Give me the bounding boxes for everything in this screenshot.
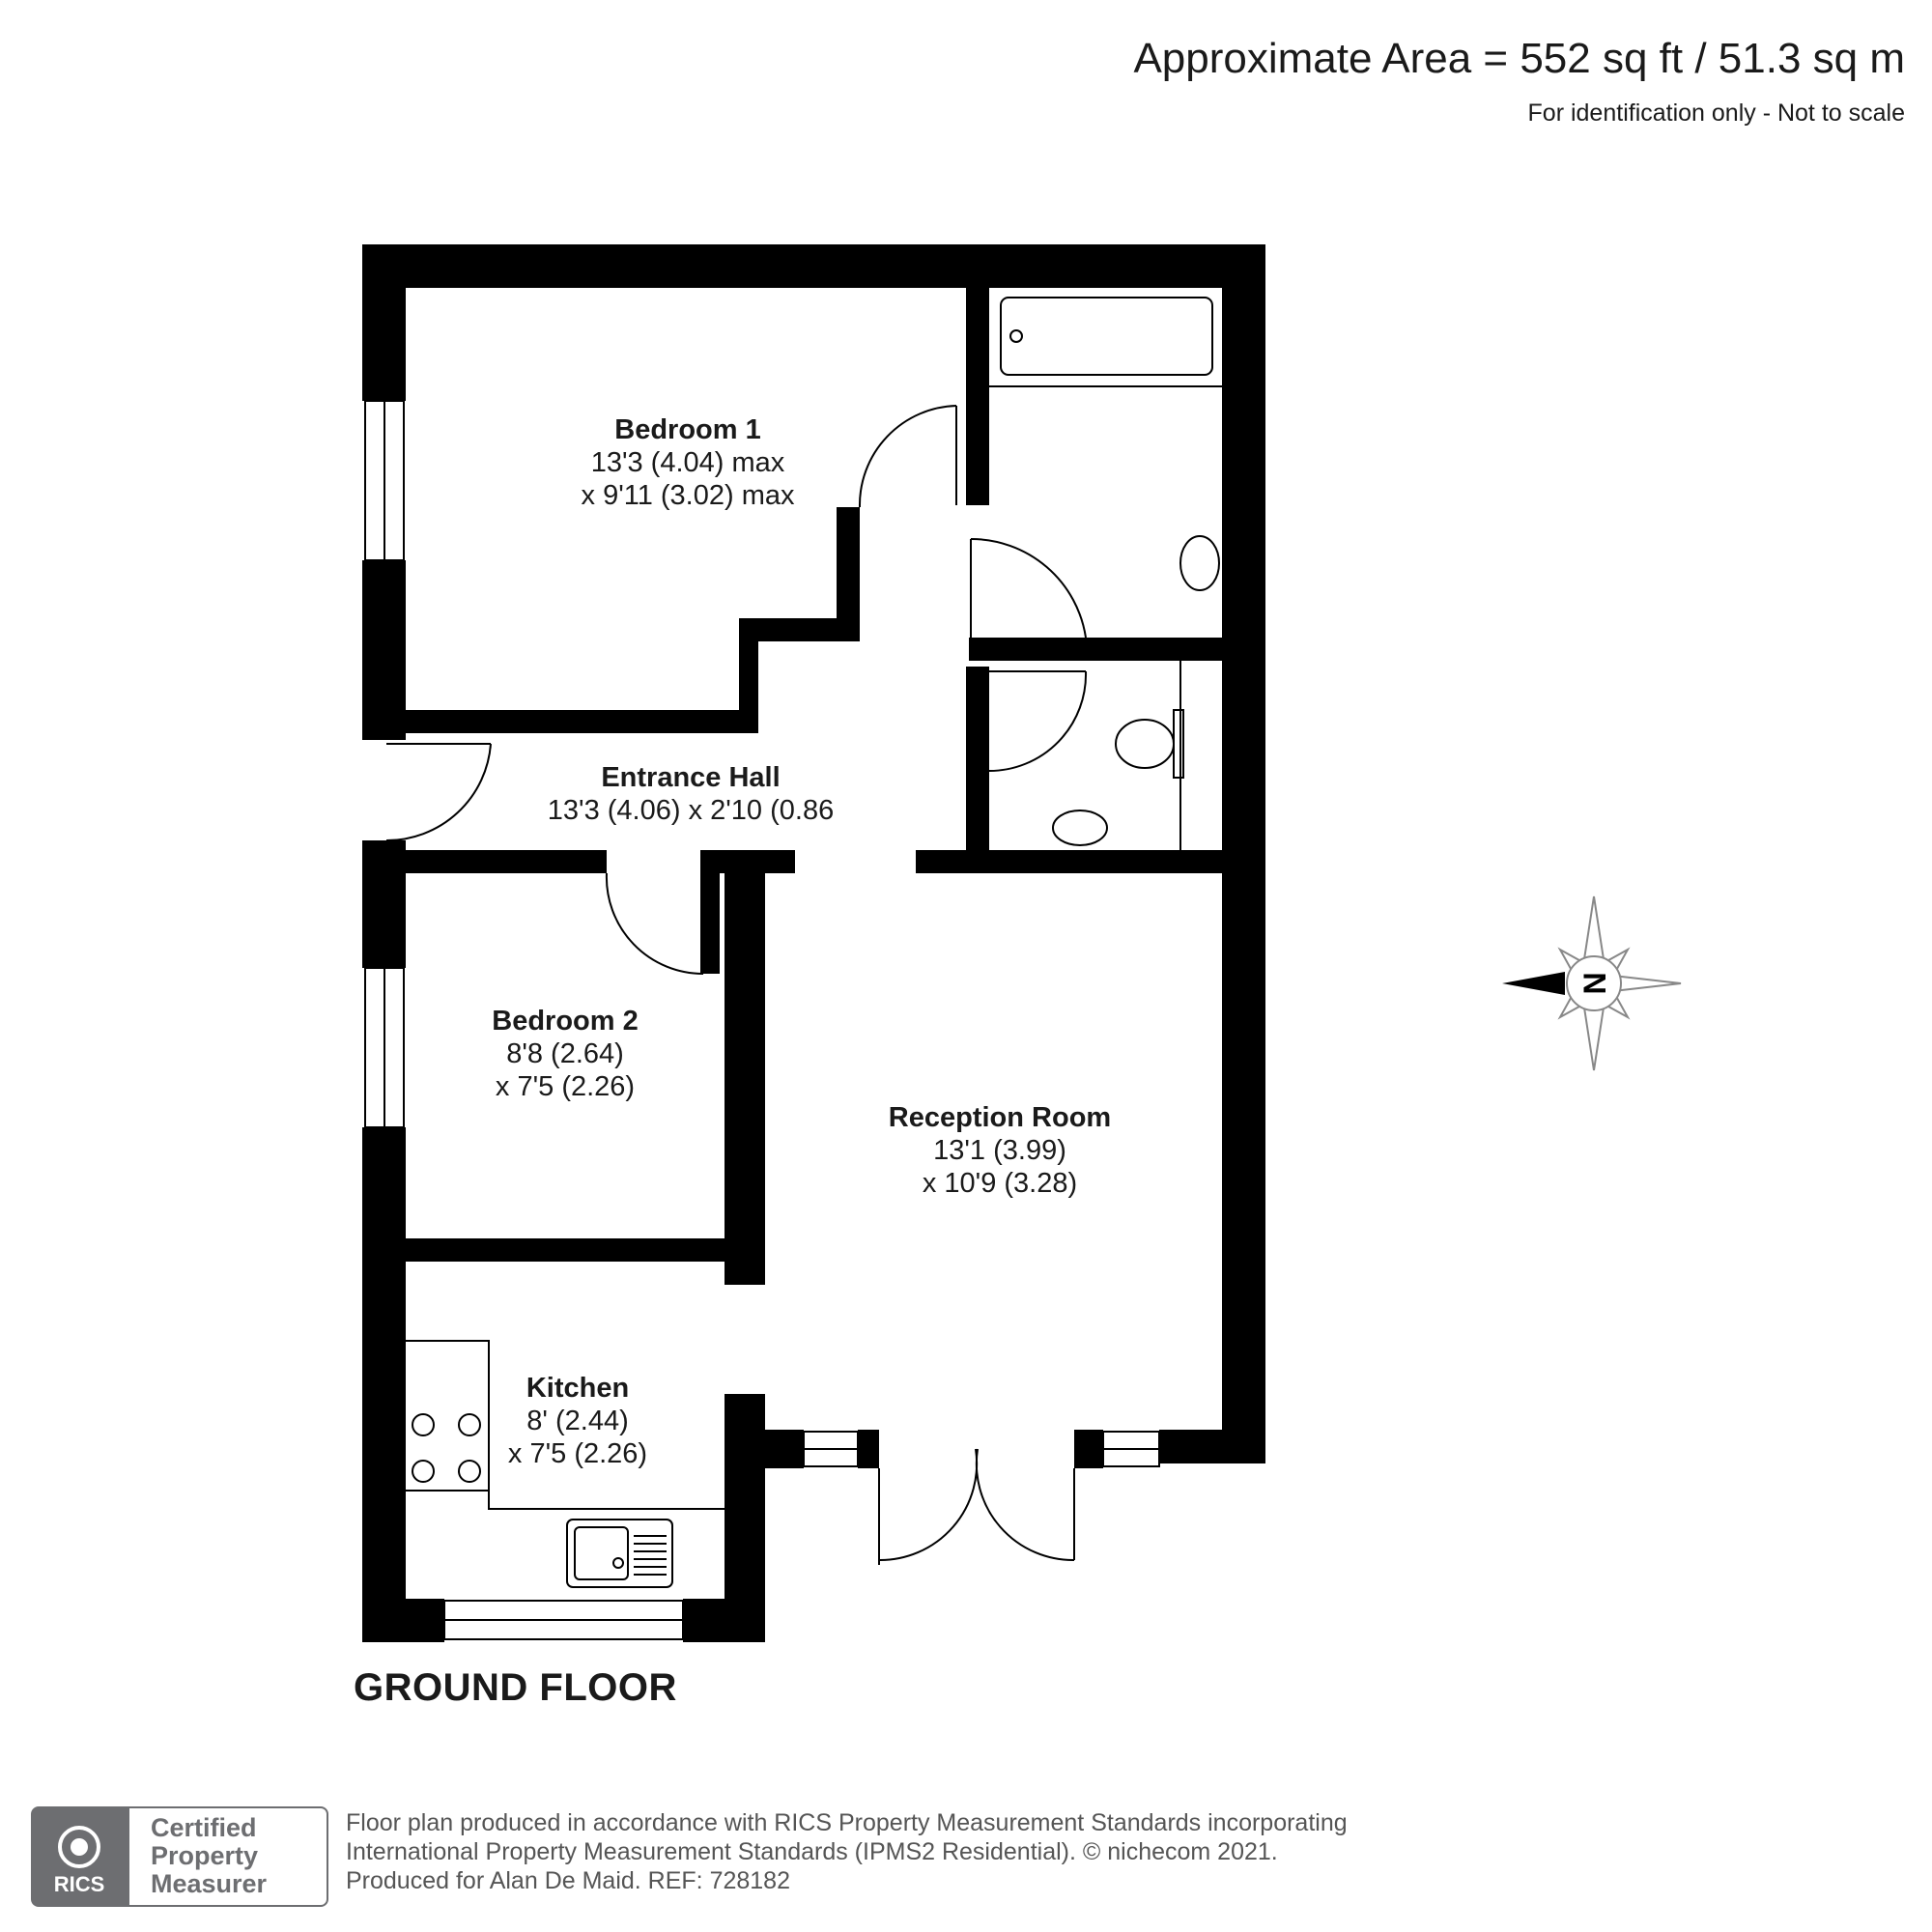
approximate-area-title: Approximate Area = 552 sq ft / 51.3 sq m <box>1133 35 1905 82</box>
rics-badge-text: RICS <box>53 1872 105 1896</box>
bath-icon <box>1000 297 1213 376</box>
entrance-hall-name: Entrance Hall <box>601 762 781 793</box>
identification-note: For identification only - Not to scale <box>1527 99 1905 127</box>
toilet-icon <box>1115 719 1175 769</box>
internal-walls <box>406 288 1222 1642</box>
reception-room-dim1: 13'1 (3.99) <box>933 1135 1066 1166</box>
basin-icon <box>1179 535 1220 591</box>
hob-icon <box>412 1413 481 1483</box>
rics-badge: RICS <box>31 1806 128 1907</box>
sink-icon <box>566 1519 673 1588</box>
certified-property-measurer: Certified Property Measurer <box>128 1806 328 1907</box>
kitchen-name: Kitchen <box>526 1373 630 1404</box>
bedroom1-name: Bedroom 1 <box>614 414 761 445</box>
fixtures <box>406 297 1222 1588</box>
reception-room-dim2: x 10'9 (3.28) <box>922 1168 1078 1199</box>
bedroom2-name: Bedroom 2 <box>492 1006 639 1037</box>
kitchen-dim1: 8' (2.44) <box>526 1406 629 1436</box>
footer-text: Floor plan produced in accordance with R… <box>346 1808 1348 1895</box>
bedroom1-label: Bedroom 1 13'3 (4.04) max x 9'11 (3.02) … <box>582 413 795 512</box>
bedroom1-dim1: 13'3 (4.04) max <box>590 447 785 478</box>
footer-line3: Produced for Alan De Maid. REF: 728182 <box>346 1867 790 1894</box>
cert-line1: Certified <box>151 1813 257 1842</box>
outer-walls <box>362 244 1265 1642</box>
bedroom2-label: Bedroom 2 8'8 (2.64) x 7'5 (2.26) <box>492 1005 638 1103</box>
kitchen-label: Kitchen 8' (2.44) x 7'5 (2.26) <box>508 1372 647 1470</box>
windows <box>364 400 1160 1640</box>
entrance-hall-label: Entrance Hall 13'3 (4.06) x 2'10 (0.86 <box>548 761 834 827</box>
doors <box>385 405 1088 1565</box>
cert-line3: Measurer <box>151 1869 268 1898</box>
cert-line2: Property <box>151 1841 259 1870</box>
reception-room-label: Reception Room 13'1 (3.99) x 10'9 (3.28) <box>889 1101 1111 1200</box>
reception-room-name: Reception Room <box>888 1102 1112 1133</box>
footer-line2: International Property Measurement Stand… <box>346 1838 1278 1865</box>
bedroom2-dim1: 8'8 (2.64) <box>506 1038 624 1069</box>
compass-letter: N <box>1577 972 1612 994</box>
compass-icon: N <box>1502 895 1682 1071</box>
wc-basin-icon <box>1052 810 1108 846</box>
kitchen-dim2: x 7'5 (2.26) <box>507 1438 648 1469</box>
bedroom2-dim2: x 7'5 (2.26) <box>495 1071 636 1102</box>
footer-line1: Floor plan produced in accordance with R… <box>346 1809 1348 1836</box>
lion-icon <box>58 1826 100 1868</box>
rics-logo: RICS Certified Property Measurer <box>31 1806 328 1907</box>
entrance-hall-dim1: 13'3 (4.06) x 2'10 (0.86 <box>547 795 835 826</box>
floor-label: GROUND FLOOR <box>354 1666 677 1709</box>
bedroom1-dim2: x 9'11 (3.02) max <box>581 480 795 511</box>
